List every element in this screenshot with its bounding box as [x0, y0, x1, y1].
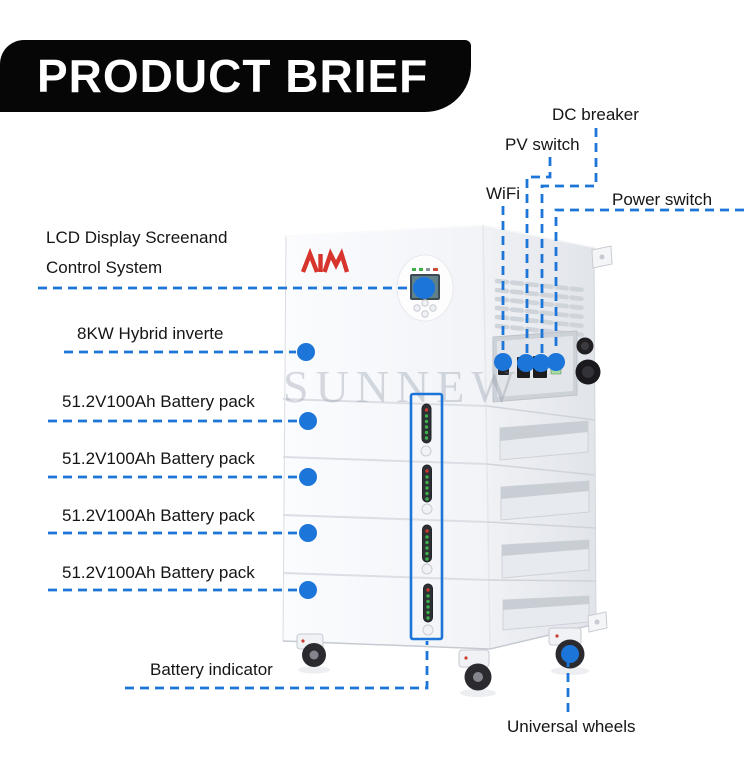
handle-recess	[500, 480, 590, 521]
handle-recess	[501, 539, 590, 579]
battery-side-handles	[499, 420, 590, 631]
header-banner: PRODUCT BRIEF	[0, 40, 471, 112]
panel-button	[429, 304, 437, 312]
callout-dot-dc-breaker	[532, 354, 550, 372]
page-title: PRODUCT BRIEF	[37, 50, 429, 102]
front-module-seams	[282, 398, 489, 581]
strip-button	[420, 445, 432, 457]
callout-dot-pv-switch	[517, 354, 535, 372]
callout-label-battery-1: 51.2V100Ah Battery pack	[62, 392, 255, 411]
status-led	[426, 268, 430, 271]
strip-button	[422, 624, 434, 636]
led-strip	[421, 524, 433, 575]
callout-label-battery-3: 51.2V100Ah Battery pack	[62, 506, 255, 525]
led-strip	[420, 403, 432, 457]
status-led	[433, 268, 438, 271]
battery-indicator-highlight-box	[409, 392, 444, 641]
callout-dot-inverter	[297, 343, 315, 361]
callout-dot-battery-1	[299, 412, 317, 430]
callout-label-lcd-line2: Control System	[46, 258, 163, 277]
callout-line-battery-indicator	[125, 641, 429, 690]
caster-wheels	[296, 627, 585, 691]
caster-wheel	[458, 649, 492, 691]
round-connectors	[575, 337, 601, 385]
strip-button	[421, 503, 433, 515]
callout-line-dc-breaker	[540, 128, 598, 353]
callout-label-pv-switch: PV switch	[505, 135, 580, 154]
led-strip	[421, 464, 433, 515]
callout-dot-lcd	[413, 277, 435, 299]
callout-label-battery-indicator: Battery indicator	[150, 660, 273, 679]
callout-label-battery-4: 51.2V100Ah Battery pack	[62, 563, 255, 582]
callout-dot-universal-wheels	[561, 645, 579, 663]
side-module-seams	[486, 405, 597, 582]
callout-line-power-switch	[554, 208, 744, 352]
callout-dot-battery-3	[299, 524, 317, 542]
callout-label-universal-wheels: Universal wheels	[507, 717, 636, 736]
strip-button	[421, 563, 433, 575]
cabinet-corner-edge	[482, 224, 491, 650]
ground-shadow	[298, 666, 589, 697]
callout-label-lcd-line1: LCD Display Screenand	[46, 228, 228, 247]
callout-dot-battery-2	[299, 468, 317, 486]
status-led	[412, 268, 416, 271]
panel-button	[421, 299, 429, 307]
callout-dot-wifi	[494, 353, 512, 371]
led-strip	[422, 583, 434, 636]
caster-wheel	[296, 633, 326, 667]
callout-line-pv-switch	[525, 157, 552, 353]
callout-label-inverter: 8KW Hybrid inverte	[77, 324, 224, 343]
brand-logo-icon	[300, 247, 350, 273]
status-led	[419, 268, 423, 271]
callout-label-dc-breaker: DC breaker	[552, 105, 639, 124]
handle-recess	[499, 420, 589, 461]
brand-watermark: SUNNEW	[283, 361, 522, 412]
callout-label-battery-2: 51.2V100Ah Battery pack	[62, 449, 255, 468]
vent-grid	[494, 278, 587, 338]
mounting-brackets	[587, 245, 613, 633]
callout-label-wifi: WiFi	[486, 184, 520, 203]
panel-button	[413, 304, 421, 312]
panel-button	[421, 310, 429, 318]
callout-dot-power-switch	[547, 353, 565, 371]
callout-dot-battery-4	[299, 581, 317, 599]
battery-led-strips	[420, 403, 434, 636]
callout-label-power-switch: Power switch	[612, 190, 713, 209]
